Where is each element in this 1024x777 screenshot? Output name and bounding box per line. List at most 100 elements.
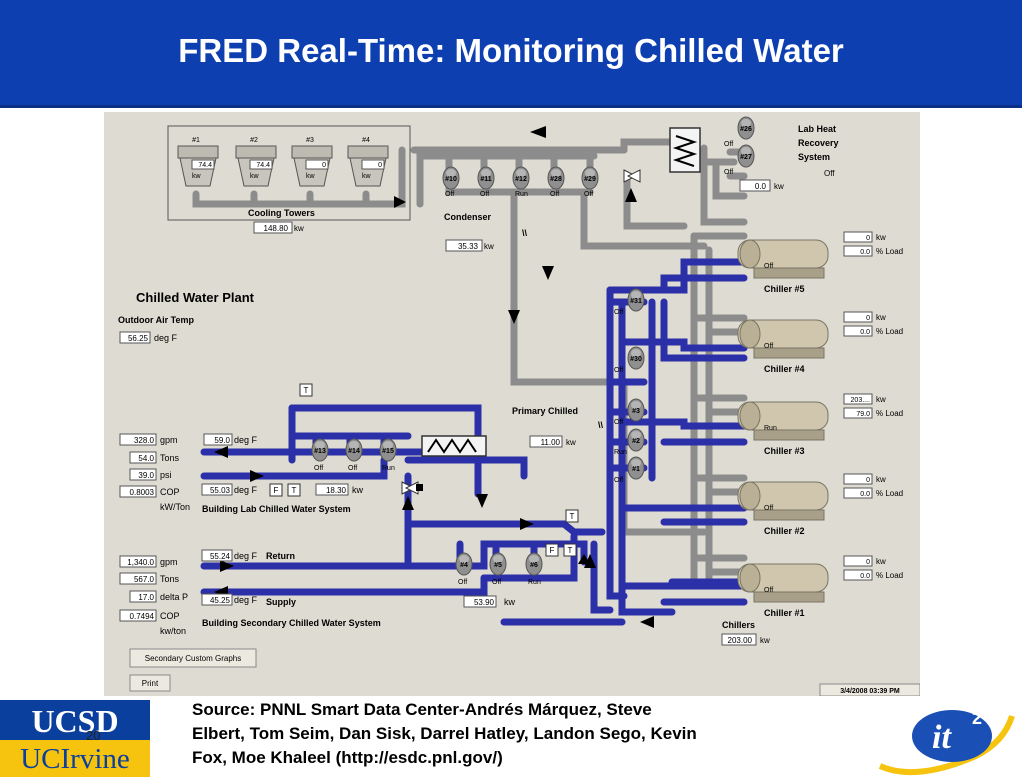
unit-label: kw	[294, 224, 304, 233]
pump-status: Off	[614, 309, 623, 316]
value-box	[119, 331, 151, 344]
pump-status: Run	[382, 465, 395, 472]
svg-text:45.25: 45.25	[210, 596, 231, 605]
arrow-right-icon	[394, 196, 406, 208]
svg-text:Supply: Supply	[266, 597, 296, 607]
chiller-name: Chiller #1	[764, 608, 805, 618]
logo-oval	[912, 710, 992, 762]
unit-label: % Load	[876, 409, 903, 418]
value-box	[361, 159, 385, 170]
cooling-towers-kw: 148.80	[264, 224, 289, 233]
svg-text:kW/Ton: kW/Ton	[160, 502, 190, 512]
chiller-kw: 0	[866, 315, 870, 322]
svg-text:gpm: gpm	[160, 557, 178, 567]
svg-text:39.0: 39.0	[138, 471, 154, 480]
lab-heat-label: Lab Heat	[798, 124, 836, 134]
tower-kw: 74.4	[198, 162, 212, 169]
unit-label: kw	[876, 395, 886, 404]
svg-text:54.0: 54.0	[138, 454, 154, 463]
pump-status: Off	[458, 579, 467, 586]
svg-text:delta P: delta P	[160, 592, 188, 602]
svg-text:0.7494: 0.7494	[130, 612, 155, 621]
arrow-right-icon	[520, 518, 534, 530]
tower-id: #4	[362, 137, 370, 144]
pump-id: #15	[382, 448, 394, 455]
value-box	[843, 487, 873, 499]
cooling-towers-box	[167, 125, 411, 221]
svg-text:it: it	[932, 719, 952, 756]
print-button[interactable]: Print	[129, 674, 171, 692]
value-box	[843, 407, 873, 419]
chiller-load: 0.0	[860, 573, 870, 580]
chiller-load: 0.0	[860, 249, 870, 256]
chillers-label: Chillers	[722, 620, 755, 630]
svg-text:2: 2	[972, 708, 982, 728]
pump-id: #3	[632, 408, 640, 415]
svg-text:F: F	[274, 486, 279, 495]
chiller-load: 0.0	[860, 491, 870, 498]
chiller-kw: 0	[866, 477, 870, 484]
svg-text:567.0: 567.0	[134, 575, 155, 584]
valve-icon	[623, 169, 641, 183]
slide-number: 20	[86, 728, 101, 743]
svg-text:psi: psi	[160, 470, 172, 480]
pump-id: #1	[632, 466, 640, 473]
value-box	[739, 179, 771, 192]
chiller-kw: 0	[866, 559, 870, 566]
pump-status: Off	[724, 169, 733, 176]
secondary-custom-graphs-button[interactable]: Secondary Custom Graphs	[129, 648, 257, 668]
svg-text:Tons: Tons	[160, 574, 180, 584]
tower-fan-icon	[177, 145, 219, 159]
pump-id: #5	[494, 562, 502, 569]
unit-label: kw	[484, 242, 494, 251]
tower-kw: 74.4	[256, 162, 270, 169]
svg-text:Secondary Custom Graphs: Secondary Custom Graphs	[145, 654, 242, 663]
svg-text:deg F: deg F	[234, 485, 258, 495]
chiller-name: Chiller #2	[764, 526, 805, 536]
arrow-down-icon	[476, 494, 488, 508]
svg-text:T: T	[570, 512, 575, 521]
svg-text:59.0: 59.0	[214, 436, 230, 445]
value-box	[843, 555, 873, 567]
value-box	[305, 159, 329, 170]
pump-id: #27	[740, 154, 752, 161]
cooling-tower: #174.4kw	[177, 137, 219, 187]
svg-text:T: T	[304, 386, 309, 395]
unit-label: kw	[876, 313, 886, 322]
unit-label: kw	[774, 182, 784, 191]
value-box	[721, 633, 757, 646]
value-box	[843, 569, 873, 581]
chiller-status: Off	[764, 343, 773, 350]
pump-status: Off	[348, 465, 357, 472]
pump-id: #28	[550, 176, 562, 183]
pump-status: Off	[480, 191, 489, 198]
pump-id: #6	[530, 562, 538, 569]
svg-text:55.03: 55.03	[210, 486, 231, 495]
heat-exchanger-icon	[669, 127, 701, 173]
value-box	[843, 393, 873, 405]
lab-heat-label: System	[798, 152, 830, 162]
value-box	[843, 473, 873, 485]
unit-label: kw	[876, 557, 886, 566]
pump-id: #4	[460, 562, 468, 569]
tower-id: #3	[306, 137, 314, 144]
pump-status: Off	[724, 141, 733, 148]
pump-status: Off	[584, 191, 593, 198]
svg-text:kw: kw	[504, 597, 516, 607]
value-box	[529, 435, 563, 448]
